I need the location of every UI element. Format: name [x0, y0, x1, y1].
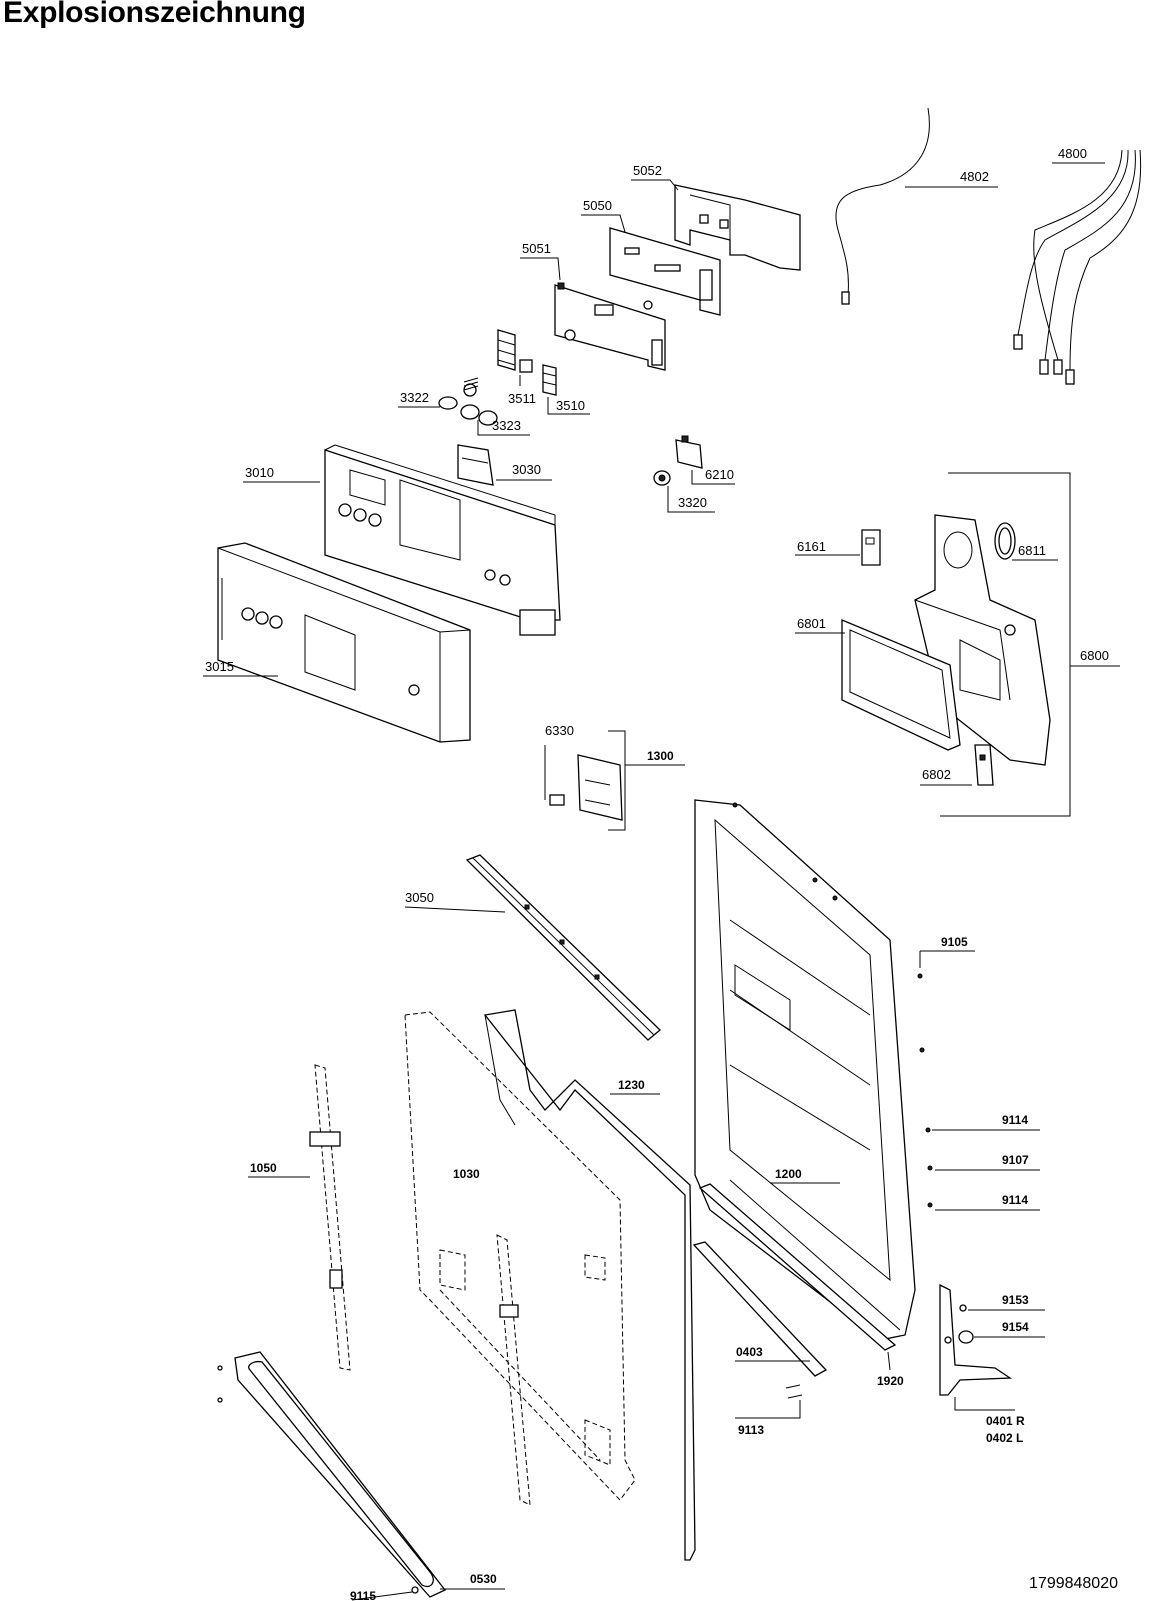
lock-6330[interactable] — [549, 754, 623, 821]
label-6210: 6210 — [705, 467, 734, 482]
label-3030: 3030 — [512, 462, 541, 477]
label-3511: 3511 — [508, 391, 536, 406]
label-6811: 6811 — [1018, 543, 1046, 558]
label-3322: 3322 — [400, 390, 429, 405]
hinge-0401-0402[interactable] — [939, 1283, 1013, 1396]
label-9153: 9153 — [1002, 1293, 1029, 1307]
part-6802[interactable] — [974, 744, 994, 786]
seal-strip-1920[interactable] — [698, 1179, 901, 1351]
label-3010: 3010 — [245, 465, 274, 480]
label-5052: 5052 — [633, 163, 662, 178]
label-3050: 3050 — [405, 890, 434, 905]
washer-9154[interactable] — [958, 1330, 974, 1344]
label-0402: 0402 L — [986, 1431, 1023, 1445]
label-0530: 0530 — [470, 1572, 497, 1586]
strip-0403[interactable] — [692, 1241, 828, 1377]
label-9154: 9154 — [1002, 1320, 1029, 1334]
outer-door-1030[interactable] — [404, 1011, 636, 1501]
latch-6161[interactable] — [861, 529, 881, 566]
board-5050[interactable] — [609, 227, 721, 316]
control-housing-3010[interactable] — [324, 444, 561, 636]
trim-strip-3050[interactable] — [465, 854, 661, 1041]
bracket-5052[interactable] — [674, 184, 801, 271]
label-4802: 4802 — [960, 169, 989, 184]
label-9113: 9113 — [738, 1423, 764, 1437]
light-guide-3511[interactable] — [497, 329, 533, 373]
knob-3323[interactable] — [460, 404, 498, 426]
door-rail-inner[interactable] — [496, 1234, 531, 1506]
label-1200: 1200 — [775, 1167, 802, 1181]
label-9114-upper: 9114 — [1002, 1113, 1028, 1127]
label-6801: 6801 — [797, 616, 826, 631]
label-0403: 0403 — [736, 1345, 763, 1359]
label-5050: 5050 — [583, 198, 612, 213]
fascia-panel-3015[interactable] — [217, 542, 471, 743]
label-6330: 6330 — [545, 723, 574, 738]
knob-3322[interactable] — [438, 377, 479, 410]
label-6802: 6802 — [922, 767, 951, 782]
label-6161: 6161 — [797, 539, 826, 554]
handle-0530[interactable] — [217, 1351, 447, 1598]
label-9107: 9107 — [1002, 1153, 1029, 1167]
label-1920: 1920 — [877, 1374, 904, 1388]
label-1030: 1030 — [453, 1167, 480, 1181]
rail-1050[interactable] — [309, 1064, 351, 1371]
buttons-3510[interactable] — [542, 364, 557, 396]
label-0401: 0401 R — [986, 1414, 1025, 1428]
inner-door-1200[interactable] — [694, 799, 933, 1341]
label-3323: 3323 — [492, 418, 521, 433]
label-4800: 4800 — [1058, 146, 1087, 161]
bracket-3030[interactable] — [457, 444, 494, 486]
cable-4802[interactable] — [835, 107, 930, 305]
board-5051[interactable] — [554, 282, 666, 371]
screw-9115[interactable] — [411, 1586, 419, 1594]
label-1050: 1050 — [250, 1161, 277, 1175]
label-9114-lower: 9114 — [1002, 1193, 1028, 1207]
document-number: 1799848020 — [1029, 1575, 1118, 1592]
switch-6210[interactable] — [675, 435, 703, 469]
part-3320[interactable] — [653, 470, 671, 486]
label-9105: 9105 — [941, 935, 968, 949]
label-5051: 5051 — [522, 241, 551, 256]
label-9115: 9115 — [350, 1589, 376, 1601]
label-3320: 3320 — [678, 495, 707, 510]
screws-9113[interactable] — [785, 1384, 803, 1399]
label-1230: 1230 — [618, 1078, 645, 1092]
seal-6811[interactable] — [994, 522, 1016, 560]
harness-4800[interactable] — [1013, 149, 1142, 385]
page-title: Explosionszeichnung — [3, 0, 306, 29]
screw-9153[interactable] — [959, 1304, 967, 1312]
insulation-1230[interactable] — [483, 1009, 696, 1561]
label-3015: 3015 — [205, 659, 234, 674]
label-6800: 6800 — [1080, 648, 1109, 663]
label-1300: 1300 — [647, 749, 674, 763]
gasket-6801[interactable] — [841, 619, 961, 751]
label-3510: 3510 — [556, 398, 585, 413]
